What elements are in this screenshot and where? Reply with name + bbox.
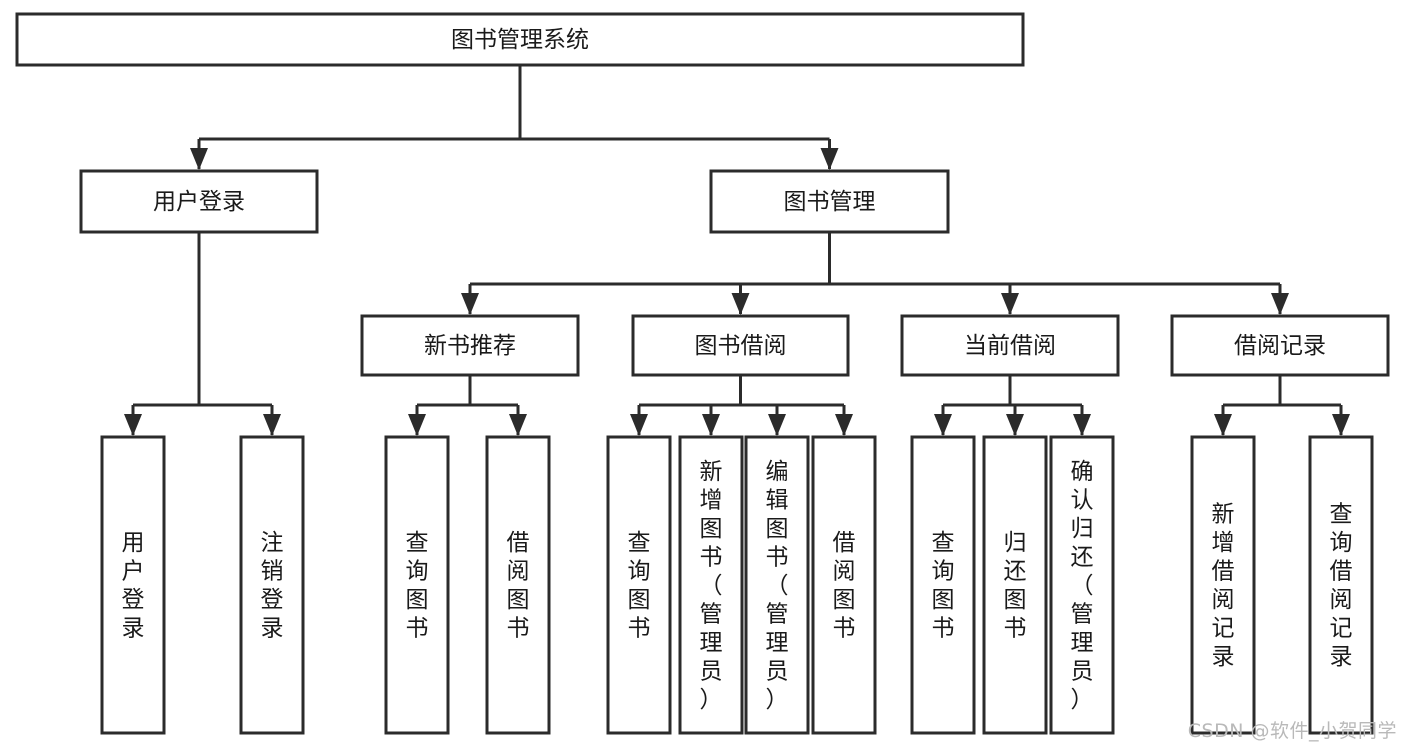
node-l1-user-login[interactable]: 用户登录: [79, 169, 319, 234]
edge-arrowhead: [630, 414, 648, 436]
edge-layer: [124, 65, 1350, 436]
node-box: [100, 435, 166, 735]
node-label: 新增借阅记录: [1212, 502, 1235, 671]
node-label: 图书借阅: [695, 333, 787, 359]
node-box: [900, 314, 1120, 377]
node-label: 新增图书（管理员）: [700, 459, 723, 713]
node-box: [811, 435, 877, 735]
edge-arrowhead: [1271, 293, 1289, 315]
node-box: [678, 435, 744, 735]
node-label: 图书管理: [784, 189, 876, 215]
node-label: 查询借阅记录: [1330, 502, 1353, 671]
node-label: 新书推荐: [424, 333, 516, 359]
edge-arrowhead: [768, 414, 786, 436]
node-leaf-user-login[interactable]: 用户登录: [100, 435, 166, 735]
edge-arrowhead: [509, 414, 527, 436]
edge-arrowhead: [934, 414, 952, 436]
node-box: [606, 435, 672, 735]
node-label: 借阅记录: [1234, 333, 1326, 359]
node-leaf-borrow-book-1[interactable]: 借阅图书: [485, 435, 551, 735]
node-box: [79, 169, 319, 234]
node-leaf-query-book-3[interactable]: 查询图书: [910, 435, 976, 735]
node-leaf-query-record[interactable]: 查询借阅记录: [1308, 435, 1374, 735]
node-label: 查询图书: [932, 530, 955, 642]
node-label: 确认归还（管理员）: [1071, 459, 1094, 713]
edge-arrowhead: [835, 414, 853, 436]
node-box: [709, 169, 950, 234]
node-leaf-logout[interactable]: 注销登录: [239, 435, 305, 735]
node-label: 归还图书: [1004, 530, 1027, 642]
node-label: 用户登录: [153, 189, 245, 215]
node-l2-borrow-record[interactable]: 借阅记录: [1170, 314, 1390, 377]
node-box: [485, 435, 551, 735]
edge-arrowhead: [1073, 414, 1091, 436]
node-leaf-edit-book[interactable]: 编辑图书（管理员）: [744, 435, 810, 735]
edge-arrowhead: [263, 414, 281, 436]
node-label: 借阅图书: [507, 530, 530, 642]
node-label: 查询图书: [628, 530, 651, 642]
edge-arrowhead: [1006, 414, 1024, 436]
node-box: [360, 314, 580, 377]
node-l2-current-borrow[interactable]: 当前借阅: [900, 314, 1120, 377]
edge-arrowhead: [702, 414, 720, 436]
node-box: [744, 435, 810, 735]
node-box: [631, 314, 850, 377]
node-box: [1308, 435, 1374, 735]
node-box: [384, 435, 450, 735]
node-box: [1049, 435, 1115, 735]
node-box: [239, 435, 305, 735]
node-box: [982, 435, 1048, 735]
node-leaf-return-book[interactable]: 归还图书: [982, 435, 1048, 735]
edge-arrowhead: [461, 293, 479, 315]
node-label: 编辑图书（管理员）: [766, 459, 789, 713]
node-label: 借阅图书: [833, 530, 856, 642]
edge-arrowhead: [1001, 293, 1019, 315]
node-box: [15, 12, 1025, 67]
node-l2-new-book-rec[interactable]: 新书推荐: [360, 314, 580, 377]
node-box: [1190, 435, 1256, 735]
edge-arrowhead: [820, 148, 839, 170]
watermark-label: CSDN @软件_小贺同学: [1187, 720, 1397, 742]
node-label: 查询图书: [406, 530, 429, 642]
node-leaf-borrow-book-2[interactable]: 借阅图书: [811, 435, 877, 735]
node-layer: 图书管理系统用户登录图书管理新书推荐图书借阅当前借阅借阅记录用户登录注销登录查询…: [15, 12, 1390, 735]
edge-arrowhead: [190, 148, 208, 170]
node-label: 注销登录: [261, 530, 284, 642]
edge-arrowhead: [731, 293, 750, 315]
node-box: [910, 435, 976, 735]
node-leaf-add-record[interactable]: 新增借阅记录: [1190, 435, 1256, 735]
node-root[interactable]: 图书管理系统: [15, 12, 1025, 67]
node-l1-book-manage[interactable]: 图书管理: [709, 169, 950, 234]
edge-arrowhead: [1332, 414, 1350, 436]
node-label: 当前借阅: [964, 333, 1056, 359]
node-box: [1170, 314, 1390, 377]
node-label: 图书管理系统: [451, 27, 589, 53]
node-l2-book-borrow[interactable]: 图书借阅: [631, 314, 850, 377]
node-leaf-add-book[interactable]: 新增图书（管理员）: [678, 435, 744, 735]
node-label: 用户登录: [122, 530, 145, 642]
node-leaf-query-book-1[interactable]: 查询图书: [384, 435, 450, 735]
node-leaf-confirm-return[interactable]: 确认归还（管理员）: [1049, 435, 1115, 735]
edge-arrowhead: [124, 414, 142, 436]
node-leaf-query-book-2[interactable]: 查询图书: [606, 435, 672, 735]
edge-arrowhead: [408, 414, 426, 436]
edge-arrowhead: [1214, 414, 1232, 436]
